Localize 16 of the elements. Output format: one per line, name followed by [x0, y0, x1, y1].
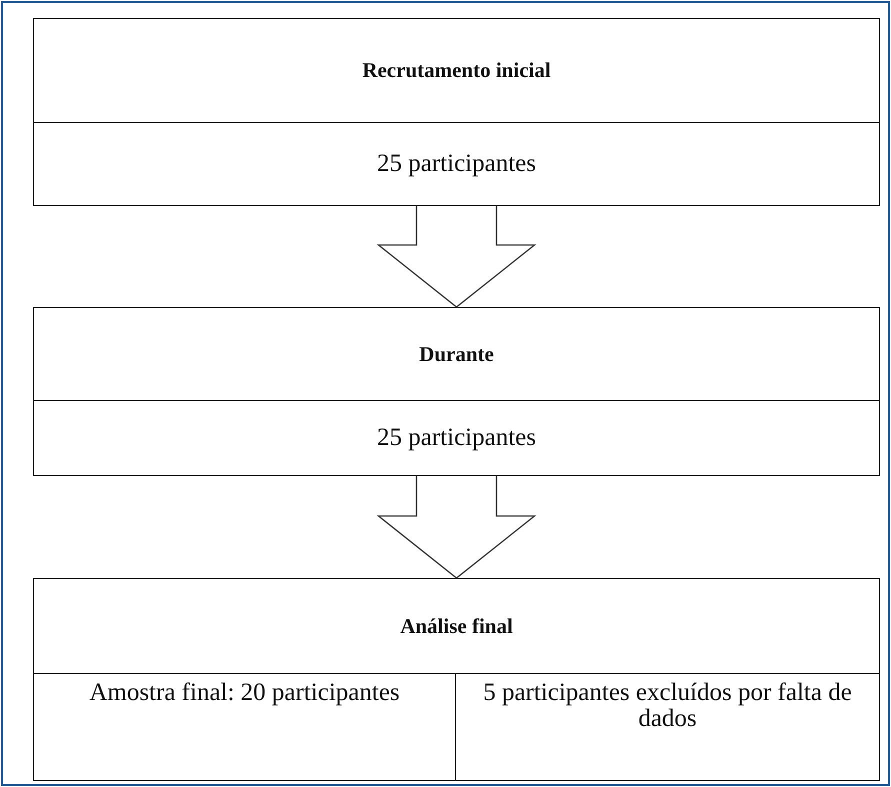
block-arrow	[376, 475, 536, 579]
process-box	[33, 673, 456, 781]
box-text: 25 participantes	[376, 150, 537, 178]
process-box	[33, 122, 880, 206]
heading-text: Recrutamento inicial	[361, 58, 552, 83]
block-arrow	[376, 205, 536, 308]
heading-text: Durante	[418, 342, 495, 366]
box-text: 5 participantes excluídos por falta de dados	[482, 680, 853, 732]
heading-box	[33, 578, 880, 674]
heading-box	[33, 18, 880, 123]
heading-text: Análise final	[399, 614, 514, 638]
process-box	[33, 400, 880, 476]
process-box	[455, 673, 880, 781]
box-text: Amostra final: 20 participantes	[88, 680, 401, 706]
box-text: 25 participantes	[376, 424, 537, 452]
heading-box	[33, 307, 880, 401]
